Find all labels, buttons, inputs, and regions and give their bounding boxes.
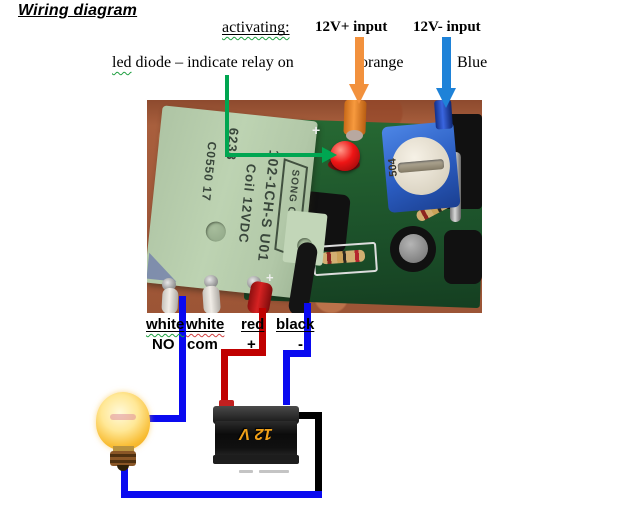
blue-wire-label: Blue — [457, 54, 488, 71]
terminal-color-black: black — [276, 316, 315, 333]
capacitor-top — [399, 234, 428, 263]
wire-battery-negative-vertical — [315, 412, 322, 498]
wire-minus-vertical-lower — [283, 350, 290, 405]
wire-bottom-return-horizontal — [121, 491, 322, 498]
terminal-function-com: com — [187, 336, 218, 353]
orange-wire-label: orange — [360, 54, 404, 71]
bulb-screw-base — [110, 451, 136, 466]
neg-input-label: 12V- input — [413, 19, 481, 35]
terminal-function-minus: - — [298, 336, 303, 353]
trimmer-value: 504 — [386, 157, 400, 178]
terminal-function-no: NO — [152, 336, 175, 353]
bulb-contact-tip — [117, 465, 129, 471]
wire-bulb-return-vertical — [121, 456, 128, 498]
silkscreen-plus-top: + — [312, 122, 321, 138]
led-note-label: led diode – indicate relay on — [112, 54, 294, 71]
wire-plus-vertical-lower — [221, 349, 228, 409]
relay: SONG CHUAN 102-1CH-S U01 Coil 12VDC 6238… — [147, 105, 318, 299]
trimmer-potentiometer: 504 — [381, 121, 461, 213]
battery-lid — [213, 406, 299, 424]
battery-voltage-label: 12 V — [239, 425, 273, 442]
battery-watermark — [259, 470, 289, 473]
wire-no-to-bulb-vertical — [179, 296, 186, 422]
bulb-collar — [113, 446, 134, 452]
page-title: Wiring diagram — [18, 2, 138, 19]
wire-plus-vertical-upper — [259, 308, 266, 356]
wire-plus-horizontal — [221, 349, 266, 356]
battery-base — [213, 455, 299, 464]
terminal-function-plus: + — [247, 336, 256, 353]
white-output-wire-no — [161, 287, 179, 313]
battery-body — [215, 421, 297, 459]
terminal-color-white-no: white — [146, 316, 185, 333]
battery: 12 V — [213, 400, 299, 480]
relay-board-photo: 504 SONG CHUAN 102-1CH-S U01 Coil 12VDC … — [147, 100, 482, 313]
trimmer-slot — [397, 159, 445, 173]
wire-minus-vertical-upper — [304, 303, 311, 357]
relay-corner-smudge — [147, 252, 180, 282]
wire-no-to-bulb-horizontal — [149, 415, 186, 422]
solder-joint — [346, 130, 363, 141]
silkscreen-plus-bottom: + — [266, 270, 274, 285]
white-output-wire-com — [202, 285, 221, 313]
pos-input-label: 12V+ input — [315, 19, 388, 35]
trimmer-dial: 504 — [386, 134, 453, 198]
terminal-color-white-com: white — [186, 316, 225, 333]
activating-label: activating: — [222, 19, 290, 36]
bulb-glass — [96, 392, 150, 450]
battery-watermark — [239, 470, 253, 473]
wire-minus-horizontal — [283, 350, 311, 357]
solder-joint — [204, 275, 218, 288]
light-bulb — [96, 390, 154, 472]
bulb-watermark-smudge — [110, 414, 136, 420]
terminal-color-red: red — [241, 316, 265, 333]
transistor — [444, 230, 482, 284]
wire-battery-negative-horizontal — [292, 412, 322, 419]
